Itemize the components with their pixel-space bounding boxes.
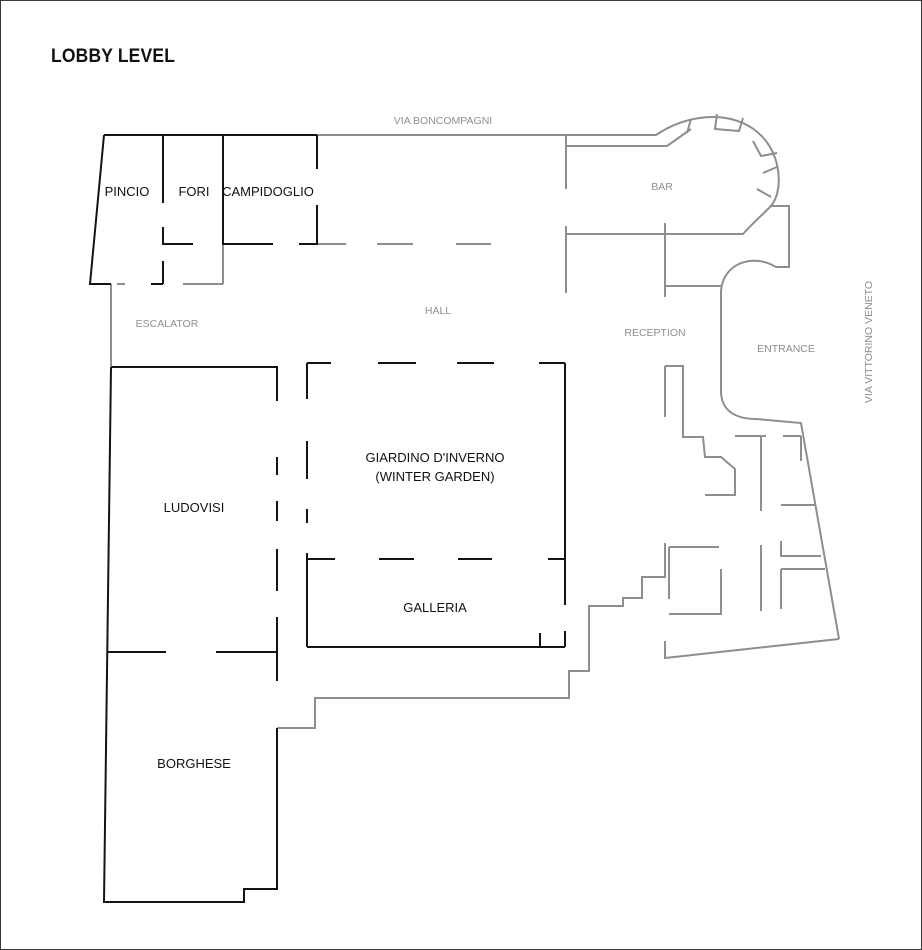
south-east-wall [664, 638, 840, 660]
reception-desk [665, 365, 736, 496]
page-title: LOBBY LEVEL [51, 46, 176, 67]
office-box [668, 546, 722, 615]
street-label-via-boncompagni: VIA BONCOMPAGNI [394, 115, 492, 127]
area-label-escalator: ESCALATOR [136, 318, 199, 330]
west-wall [102, 366, 278, 903]
area-label-bar: BAR [651, 181, 673, 193]
reception-rooms-2 [780, 504, 825, 609]
room-label-borghese: BORGHESE [157, 756, 231, 771]
stepped-wall [277, 543, 666, 729]
room-label-fori: FORI [178, 184, 209, 199]
room-label-ludovisi: LUDOVISI [164, 500, 225, 515]
main-walls [88, 134, 566, 903]
bar-outline [566, 116, 790, 268]
bar-lower-curve [567, 205, 772, 235]
room-label-campidoglio: CAMPIDOGLIO [222, 184, 314, 199]
room-label-winter-garden: (WINTER GARDEN) [375, 469, 494, 484]
street-label-via-vittorio-veneto: VIA VITTORINO VENETO [863, 281, 875, 403]
room-label-galleria: GALLERIA [403, 600, 467, 615]
pincio-escalator-dash [151, 261, 164, 285]
area-label-entrance: ENTRANCE [757, 343, 815, 355]
pincio-fori-wall [162, 135, 193, 245]
room-label-pincio: PINCIO [105, 184, 150, 199]
area-label-hall: HALL [425, 305, 451, 317]
fori-campidoglio-wall [222, 135, 318, 245]
area-label-reception: RECEPTION [624, 327, 685, 339]
secondary-walls [110, 113, 840, 729]
pincio-outline [88, 134, 317, 285]
ludovisi-outline [111, 366, 278, 401]
bar-inner-curve [666, 113, 778, 198]
galleria-south [307, 633, 565, 648]
entrance-curve [720, 259, 840, 640]
room-label-giardino: GIARDINO D'INVERNO [366, 450, 505, 465]
reception-rooms [735, 435, 802, 511]
